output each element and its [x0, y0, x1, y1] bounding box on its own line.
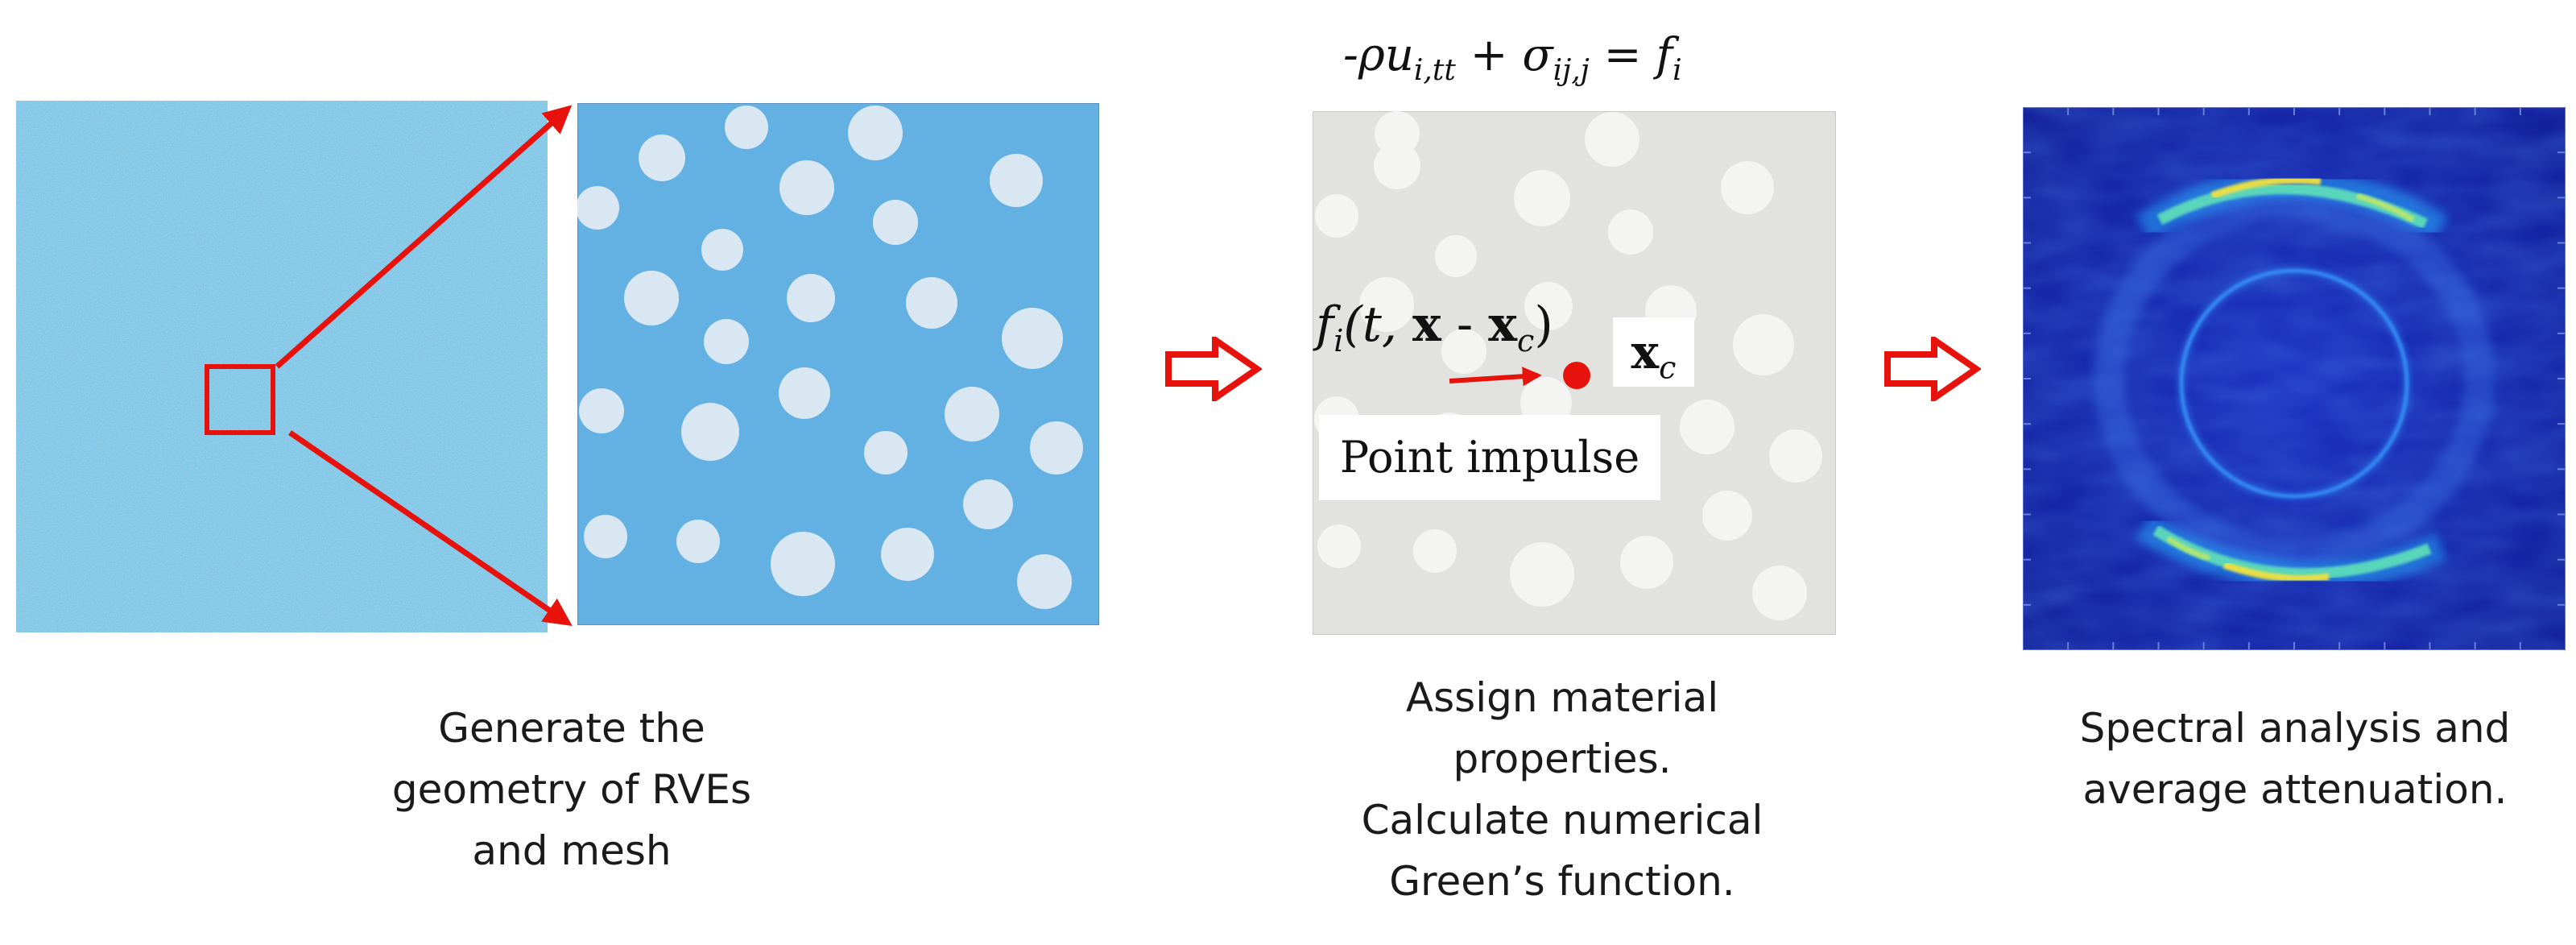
caption-step-2-line-1: Assign material [1405, 674, 1719, 721]
inclusion [1680, 400, 1735, 454]
caption-step-2-line-4: Green’s function. [1389, 858, 1735, 905]
inclusion [1359, 277, 1414, 332]
inclusion [881, 528, 934, 581]
caption-step-1: Generate the geometry of RVEs and mesh [330, 698, 813, 881]
inclusion [1620, 536, 1673, 589]
inclusion [1608, 209, 1653, 255]
caption-step-2-line-3: Calculate numerical [1361, 797, 1764, 843]
force-minus: - [1441, 296, 1489, 353]
force-close: ) [1534, 296, 1553, 353]
impulse-marker [1449, 362, 1590, 389]
rve-overview-speckle [16, 101, 548, 632]
caption-step-3-line-1: Spectral analysis and [2079, 705, 2511, 752]
inclusion [1752, 566, 1807, 620]
inclusion [1030, 421, 1083, 475]
inclusion [779, 160, 834, 215]
inclusion [1769, 429, 1822, 483]
rve-mesh-panel [577, 103, 1099, 625]
inclusion [1514, 170, 1570, 226]
inclusion [1315, 194, 1358, 238]
inclusion [1317, 524, 1361, 568]
inclusion [787, 274, 835, 322]
impulse-arrow [1449, 367, 1542, 387]
caption-step-2: Assign material properties. Calculate nu… [1321, 667, 1804, 912]
inclusion [1585, 112, 1639, 167]
caption-step-3-line-2: average attenuation. [2082, 766, 2508, 813]
inclusion [1375, 111, 1420, 156]
inclusion [771, 532, 835, 596]
force-x: x [1412, 296, 1441, 353]
force-args: (t, [1343, 296, 1413, 353]
inclusion [779, 367, 830, 419]
equation-sub-1: i,tt [1413, 54, 1456, 88]
force-sub-i: i [1333, 323, 1344, 359]
bottom-wavefront-peak [2222, 561, 2330, 582]
inclusion [1441, 329, 1486, 374]
inclusion [1002, 308, 1063, 369]
outer-halo [2094, 190, 2495, 567]
inclusion [579, 388, 624, 433]
rve-overview-panel [16, 101, 548, 632]
inclusion [1733, 314, 1794, 375]
equation-term-stress: + σ [1455, 29, 1553, 81]
equation-sub-2: ij,j [1553, 54, 1590, 88]
inclusion [906, 277, 957, 329]
frame-ticks [2023, 107, 2566, 650]
inclusion [577, 186, 619, 230]
force-sub-c: c [1517, 323, 1535, 359]
impulse-point [1563, 362, 1590, 389]
inclusion [1721, 161, 1774, 214]
point-impulse-box: Point impulse [1319, 415, 1660, 500]
inclusion [1374, 143, 1420, 189]
inclusion [1413, 529, 1457, 573]
mesh-inclusions [577, 106, 1083, 609]
inclusion [1017, 554, 1072, 609]
force-f: f [1316, 296, 1334, 353]
inclusion [701, 229, 743, 271]
caption-step-3: Spectral analysis and average attenuatio… [2037, 698, 2553, 820]
inclusion [864, 431, 908, 475]
inclusion [873, 200, 918, 245]
zoom-arrow-bottom [288, 430, 573, 626]
top-wavefront-peak [2210, 176, 2322, 200]
inclusion [624, 271, 679, 325]
inclusion [1510, 542, 1574, 607]
process-arrow-2 [1884, 337, 1981, 401]
force-label: fi(t, x - xc) [1316, 296, 1553, 359]
caption-step-1-line-2: geometry of RVEs [391, 766, 752, 813]
zoom-arrow-top [275, 105, 573, 369]
caption-step-2-line-2: properties. [1453, 736, 1672, 782]
xc-sub-c: c [1659, 350, 1677, 386]
caption-step-1-line-3: and mesh [472, 827, 672, 874]
wavefield-panel [2023, 107, 2566, 650]
inclusion [704, 319, 749, 364]
xc-label-box: xc [1613, 317, 1694, 387]
inclusion [725, 106, 768, 149]
equation-term-inertia: -ρu [1343, 29, 1414, 81]
equation-sub-3: i [1673, 54, 1682, 88]
equation-term-force: = f [1589, 29, 1673, 81]
process-arrow-1 [1165, 337, 1262, 401]
inclusion [676, 520, 720, 563]
inclusion [963, 479, 1013, 529]
inclusion [1435, 235, 1477, 277]
inclusion [945, 387, 999, 441]
inclusion [990, 154, 1043, 207]
point-impulse-label: Point impulse [1339, 432, 1640, 483]
zoom-box [205, 364, 275, 435]
inclusion [681, 403, 739, 461]
top-wavefront-peak-2 [2355, 193, 2415, 223]
inner-ring-glow [2176, 265, 2413, 502]
inclusion [848, 106, 903, 160]
inclusion [1702, 491, 1752, 541]
inclusion [639, 135, 685, 181]
bottom-wavefront-peak-2 [2166, 536, 2211, 562]
caption-step-1-line-1: Generate the [438, 705, 705, 752]
inclusion [1524, 282, 1573, 330]
force-xc: x [1488, 296, 1518, 353]
governing-equation: -ρui,tt + σij,j = fi [1343, 29, 1682, 87]
inclusion [584, 515, 627, 558]
xc-x: x [1631, 325, 1660, 379]
